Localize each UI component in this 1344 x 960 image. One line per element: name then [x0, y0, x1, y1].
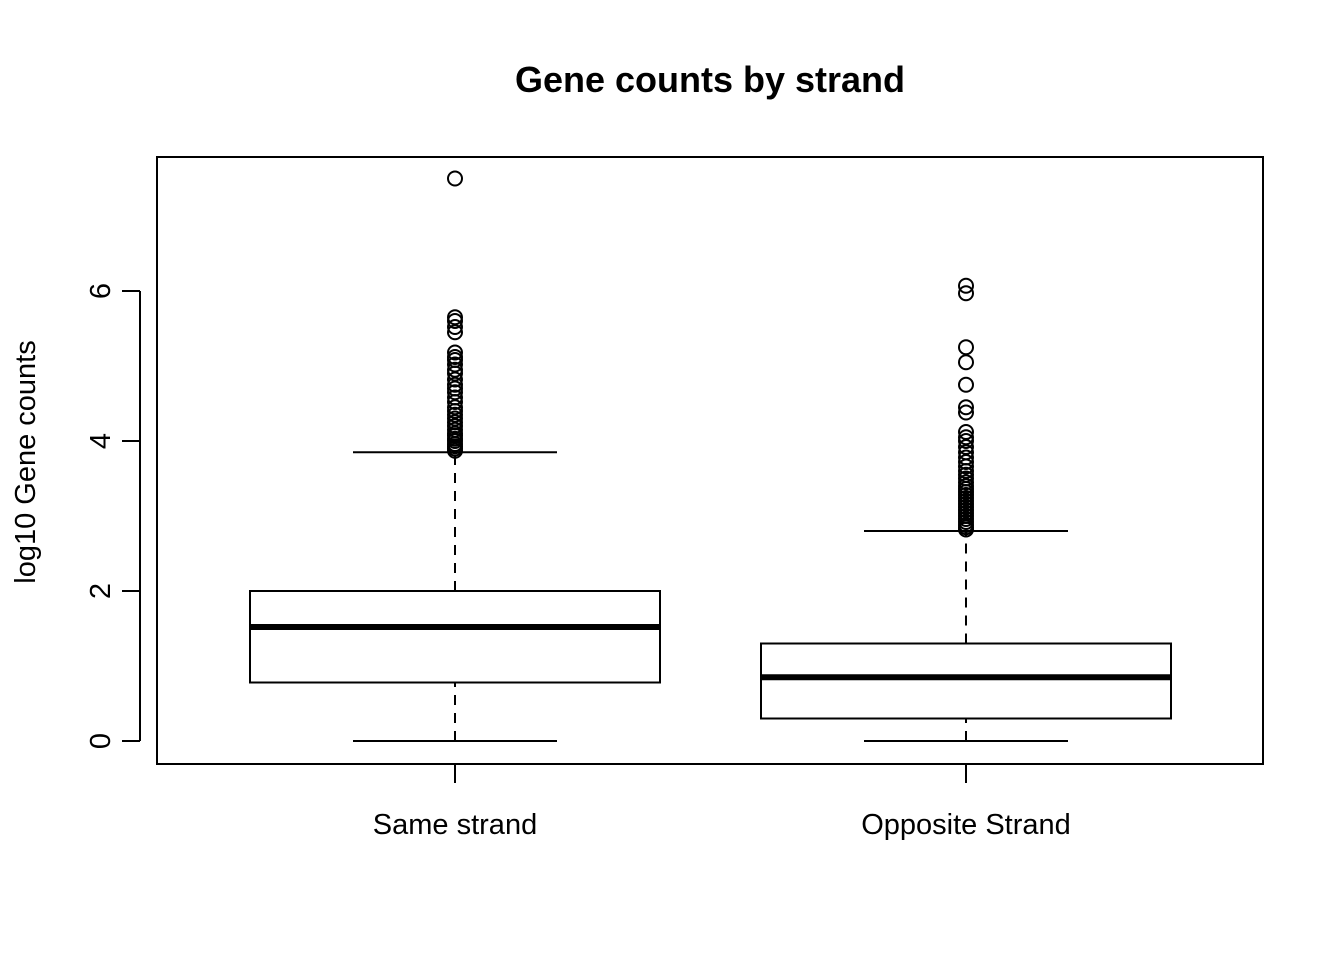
outlier-point	[447, 319, 463, 335]
plot-frame	[156, 156, 1264, 765]
outlier-point	[958, 285, 974, 302]
y-axis: 0 2 4 6	[85, 283, 141, 749]
outlier-point	[447, 349, 463, 365]
outlier-point	[447, 170, 463, 187]
outlier-point	[447, 389, 463, 406]
x-axis: Same strand Opposite Strand	[373, 764, 1071, 841]
outlier-point	[958, 429, 974, 446]
outlier-point	[958, 399, 974, 416]
outlier-point	[958, 376, 974, 393]
outlier-point	[958, 354, 974, 371]
outlier-point	[447, 309, 463, 326]
outlier-point	[958, 404, 974, 421]
y-tick-label: 2	[85, 583, 117, 599]
y-tick-label: 0	[85, 733, 117, 749]
outlier-point	[958, 449, 974, 466]
iqr-box	[760, 642, 1172, 720]
box-1	[249, 170, 661, 742]
outlier-point	[958, 339, 974, 356]
chart-title: Gene counts by strand	[515, 59, 905, 100]
outlier-point	[958, 277, 974, 294]
iqr-box	[249, 590, 661, 684]
outlier-point	[958, 424, 974, 440]
y-tick-label: 4	[85, 433, 117, 449]
x-tick-label: Same strand	[373, 809, 537, 841]
outlier-point	[447, 356, 463, 373]
y-axis-label: log10 Gene counts	[10, 340, 42, 583]
x-tick-label: Opposite Strand	[861, 809, 1071, 841]
box-2	[760, 277, 1172, 742]
boxes-group	[249, 170, 1172, 742]
outlier-point	[447, 344, 463, 361]
outlier-point	[447, 361, 463, 378]
y-tick-label: 6	[85, 283, 117, 299]
